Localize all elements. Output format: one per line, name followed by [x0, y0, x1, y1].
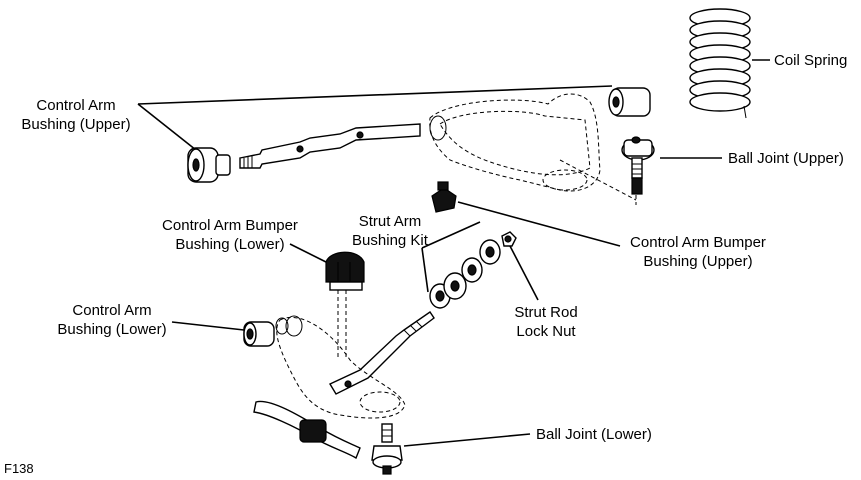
label-ball-joint-upper: Ball Joint (Upper) — [728, 150, 844, 167]
lower-control-arm — [275, 315, 406, 419]
label-control-arm-bumper-bushing-upper: Control Arm Bumper Bushing (Upper) — [630, 234, 766, 270]
label-control-arm-bushing-lower: Control Arm Bushing (Lower) — [57, 302, 167, 338]
lower-ball-joint — [371, 423, 403, 475]
leader-strut-rod-lock-nut — [509, 245, 539, 301]
stabilizer-bar — [253, 400, 361, 460]
upper-bumper-bushing — [431, 181, 457, 213]
upper-control-arm-shaft — [239, 123, 421, 169]
label-coil-spring: Coil Spring — [774, 52, 848, 69]
label-ball-joint-lower: Ball Joint (Lower) — [536, 426, 652, 443]
coil-spring — [689, 8, 751, 119]
label-strut-rod-lock-nut: Strut Rod Lock Nut — [514, 304, 578, 340]
figure-id: F138 — [4, 461, 34, 476]
leader-control-arm-bushing-upper — [137, 85, 613, 151]
strut-arm-bushing-kit — [429, 231, 517, 309]
label-control-arm-bushing-upper: Control Arm Bushing (Upper) — [21, 97, 131, 133]
leader-bumper-bushing-upper — [457, 201, 621, 247]
leader-ball-joint-lower — [403, 433, 531, 447]
label-control-arm-bumper-bushing-lower: Control Arm Bumper Bushing (Lower) — [162, 217, 298, 253]
upper-control-arm-bushing-left — [187, 147, 231, 183]
lower-control-arm-bushing — [243, 321, 275, 347]
label-strut-arm-bushing-kit: Strut Arm Bushing Kit — [352, 213, 428, 249]
leader-bumper-bushing-lower — [289, 243, 327, 263]
upper-control-arm-bushing-right — [608, 87, 651, 117]
leader-strut-arm-bushing-kit — [421, 221, 481, 293]
upper-ball-joint — [621, 136, 655, 195]
leader-control-arm-bushing-lower — [171, 321, 245, 331]
strut-rod — [329, 311, 435, 395]
upper-control-arm — [429, 93, 637, 205]
lower-bumper-bushing — [325, 251, 365, 360]
